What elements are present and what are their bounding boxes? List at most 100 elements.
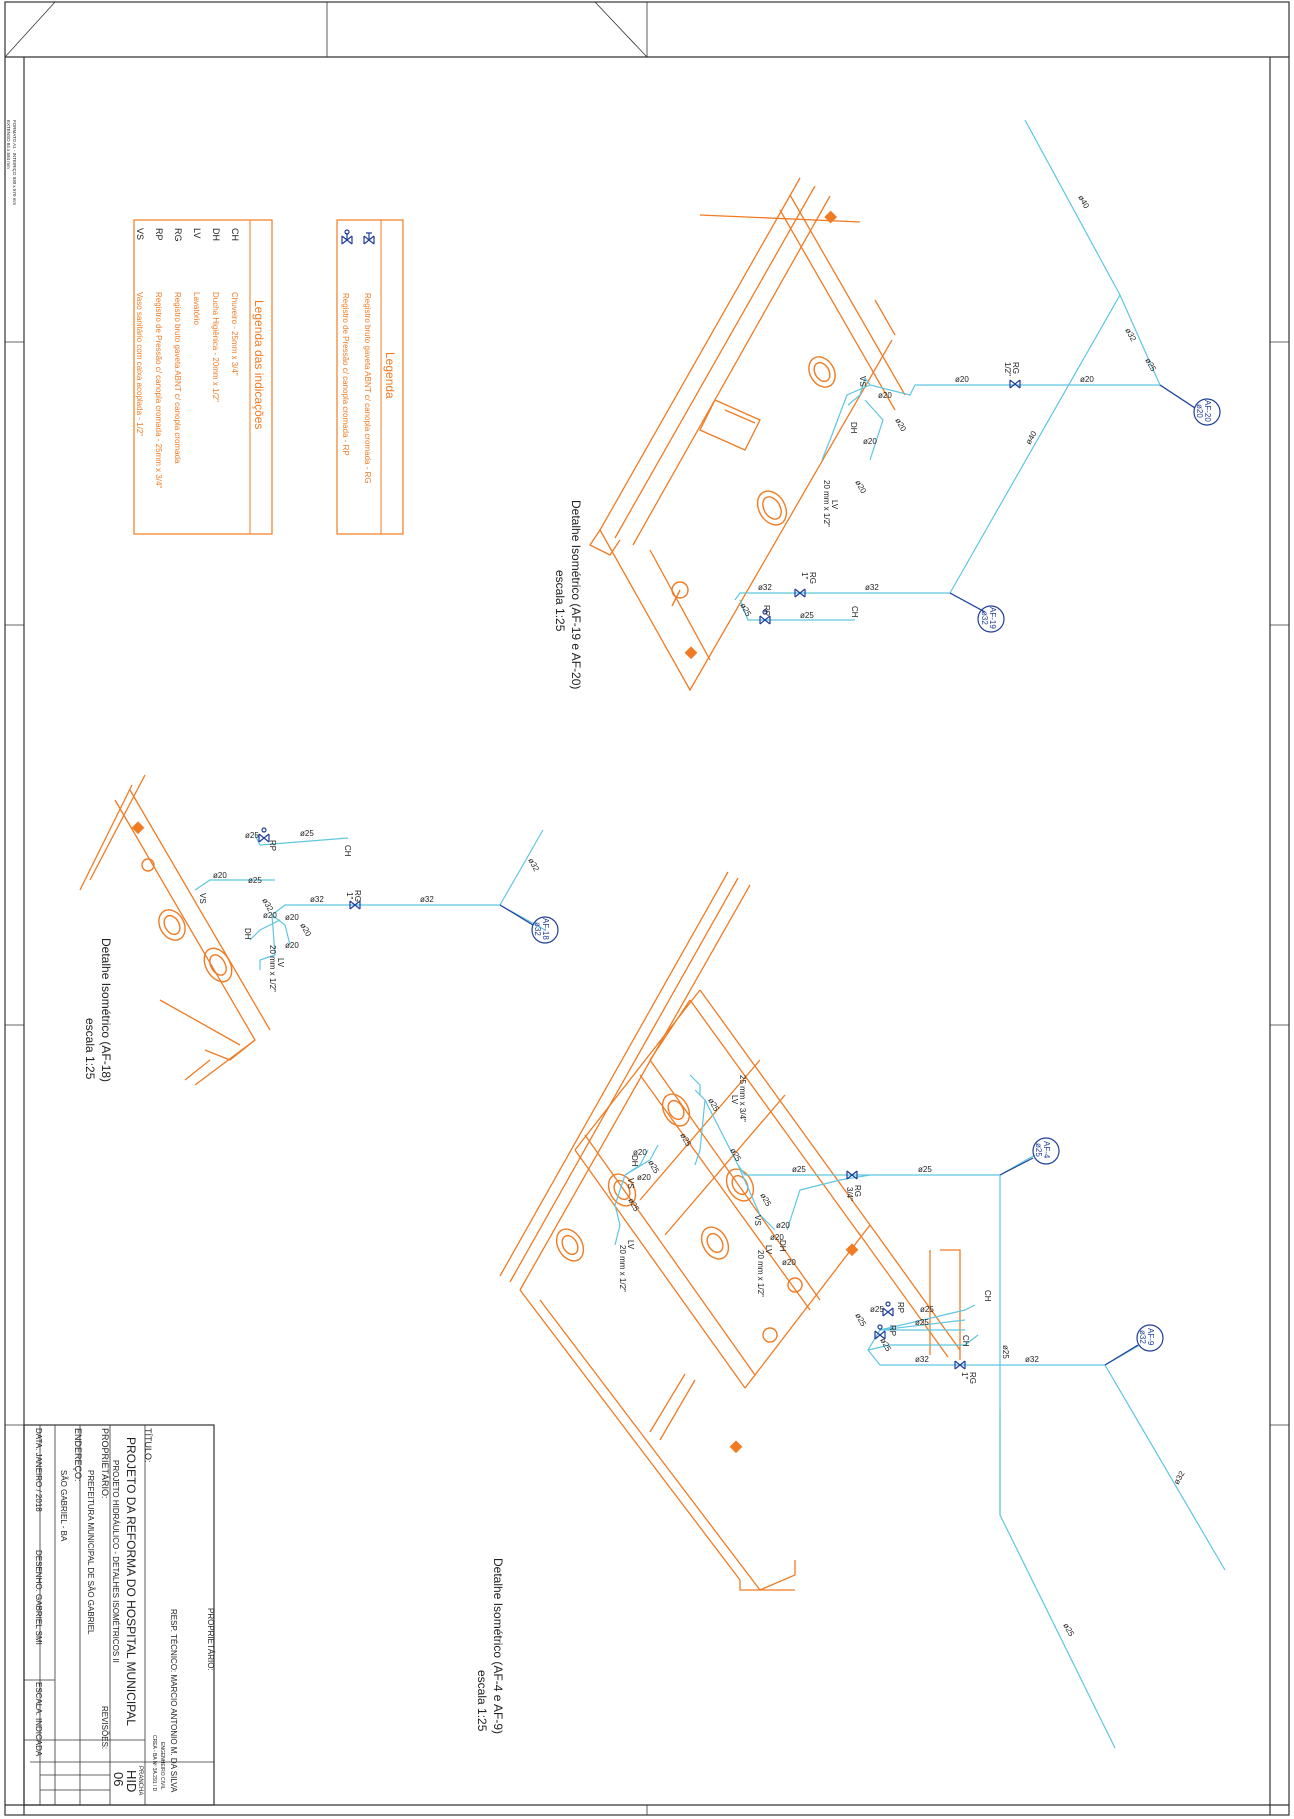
d2-rg-size: 1" [345,892,354,899]
format-note-line1: FORMATO A1 - INTEIRIÇO 930 x 570 mm [12,120,17,205]
tb-data: DATA: JANEIRO / 2018 [34,1428,43,1512]
af4-label: AF-4 [1042,1141,1051,1159]
d1-vs-label: VS [858,376,867,387]
d3-rg-size-a: 3/4" [845,1187,854,1201]
d3-d25-e: ø25 [920,1305,934,1314]
d3-d20-d: ø20 [633,1148,647,1157]
d3-d20-b: ø20 [770,1233,784,1242]
tb-proprietario: PREFEITURA MUNICIPAL DE SÃO GABRIEL [86,1470,95,1635]
d1-rp-label: RP [762,605,771,616]
format-note-line2: EXTENSO 84 x 594 mm [6,120,11,169]
d2-rp-label: RP [268,840,277,851]
d1-d32-c: ø32 [758,583,772,592]
d3-dh-label-a: DH [778,1240,787,1252]
d1-d20-b: ø20 [955,375,969,384]
tb-revisoes: REVISÕES: [100,1706,109,1749]
valve-rg-d1a [1009,379,1021,389]
d2-rg-label: RG [353,890,362,902]
valve-rg-d3b [954,1360,966,1370]
detail2-title: Detalhe Isométrico (AF-18) [99,938,113,1082]
d3-rg-size-b: 1" [960,1372,969,1379]
tb-endereco: SÃO GABRIEL - BA [59,1470,68,1542]
d3-vs-label-b: VS [626,1178,635,1189]
code-vs: VS [135,228,145,240]
detail1-title: Detalhe Isométrico (AF-19 e AF-20) [569,500,583,689]
af19-diam: ø32 [980,611,989,625]
tb-endereco-label: ENDEREÇO: [73,1428,83,1482]
d3-d20-e: ø20 [637,1173,651,1182]
d3-rg-label-a: RG [853,1185,862,1197]
d2-d32-b: ø32 [420,895,434,904]
d2-d25-a: ø25 [300,829,314,838]
d3-rg-label-b: RG [968,1372,977,1384]
valve-rg-d2 [349,900,361,910]
d3-d25-b: ø25 [792,1165,806,1174]
d1-rg-label-a: RG [1011,362,1020,374]
fixture-labels-d3: RG 3/4" RG 1" RP RP CH CH VS DH LV 20 mm… [618,1075,992,1384]
d3-d32-c: ø32 [915,1355,929,1364]
detail2-scale: escala 1:25 [83,1018,97,1080]
d3-d20-c: ø20 [782,1258,796,1267]
tb-desenho: DESENHO: GABRIEL SMI [34,1550,43,1645]
d1-rg-size-a: 1/2" [1003,362,1012,376]
d2-d25-b: ø25 [245,831,259,840]
valve-rp-d3b [874,1324,886,1340]
valve-rg-d1b [794,588,806,598]
code-dh: DH [211,228,221,241]
d3-d20-a: ø20 [776,1221,790,1230]
tb-title: PROJETO DA REFORMA DO HOSPITAL MUNICIPAL [124,1437,138,1726]
d1-lv-spec: 20 mm x 1/2" [822,480,831,527]
af18-diam: ø32 [533,922,542,936]
af19-marker: AF-19 ø32 [949,592,1005,633]
pipes-d2 [194,829,546,970]
d2-d20-a: ø20 [213,871,227,880]
af9-diam: ø32 [1138,1330,1147,1344]
d2-d32-c: ø32 [310,895,324,904]
legend-valves: Legenda Registro bruto gaveta ABNT c/ ca… [336,219,404,535]
d2-d25-c: ø25 [248,876,262,885]
indication-rp: Registro de Pressão c/ canopla cromada -… [154,292,163,488]
fixture-labels-d2: RG 1" RP CH VS DH LV 20 mm x 1/2" [198,840,362,992]
pressure-valve-icon [341,229,353,245]
d2-d20-c: ø20 [285,913,299,922]
gate-valve-icon [363,232,375,245]
d3-ch-label-a: CH [983,1290,992,1302]
title-block: TÍTULO: PROJETO DA REFORMA DO HOSPITAL M… [23,1424,215,1806]
d2-lv-spec: 20 mm x 1/2" [268,945,277,992]
code-rp: RP [154,228,164,241]
walls-d3 [499,871,961,1591]
walls-d2 [79,774,271,1086]
d1-d32-b: ø32 [865,583,879,592]
tb-resp-role: ENGENHEIRO CIVIL [159,1742,165,1790]
d3-ch-label-b: CH [961,1335,970,1347]
detail-af18: AF-18 ø32 ø25 ø25 ø32 ø32 ø32 ø32 ø20 ø2… [79,774,559,1086]
detail1-scale: escala 1:25 [553,570,567,632]
d3-ch-spec: 25 mm x 3/4" [738,1075,747,1122]
valve-rp-d1 [759,609,771,625]
af18-label: AF-18 [541,918,550,940]
tb-prancha-code: HID [124,1770,139,1792]
valve-rp-d2 [258,827,270,843]
d3-lv-label-a: LV [764,1245,773,1255]
legend-indications: Legenda das indicações CH Chuveiro - 25m… [133,219,273,535]
d3-d25-f: ø25 [915,1318,929,1327]
pipe-labels-d3: ø25 ø25 ø25 ø25 ø32 ø32 ø32 ø25 ø25 ø25 … [626,1097,1187,1639]
d2-vs-label: VS [198,893,207,904]
indication-rg: Registro bruto gaveta ABNT c/ canopla cr… [173,292,182,464]
d3-rp-label-a: RP [896,1302,905,1313]
tb-resp-crea: CREA - BA Nº 3A.291 / D [151,1735,157,1792]
af18-marker: AF-18 ø32 [499,904,559,944]
d2-ch-label: CH [343,845,352,857]
d1-dh-label: DH [849,422,858,434]
d2-d20-e: ø20 [285,941,299,950]
d1-d20-c: ø20 [878,391,892,400]
d1-d20-e: ø20 [863,437,877,446]
detail-af4-af9: AF-4 ø25 AF-9 ø32 ø25 ø25 ø25 ø25 ø32 ø3… [475,871,1226,1749]
d1-rg-size-b: 1" [800,572,809,579]
af4-diam: ø25 [1034,1143,1043,1157]
d3-d25-a: ø25 [918,1165,932,1174]
indication-ch: Chuveiro - 25mm x 3/4" [230,292,239,376]
code-ch: CH [230,228,240,241]
d1-d20-a: ø20 [1080,375,1094,384]
